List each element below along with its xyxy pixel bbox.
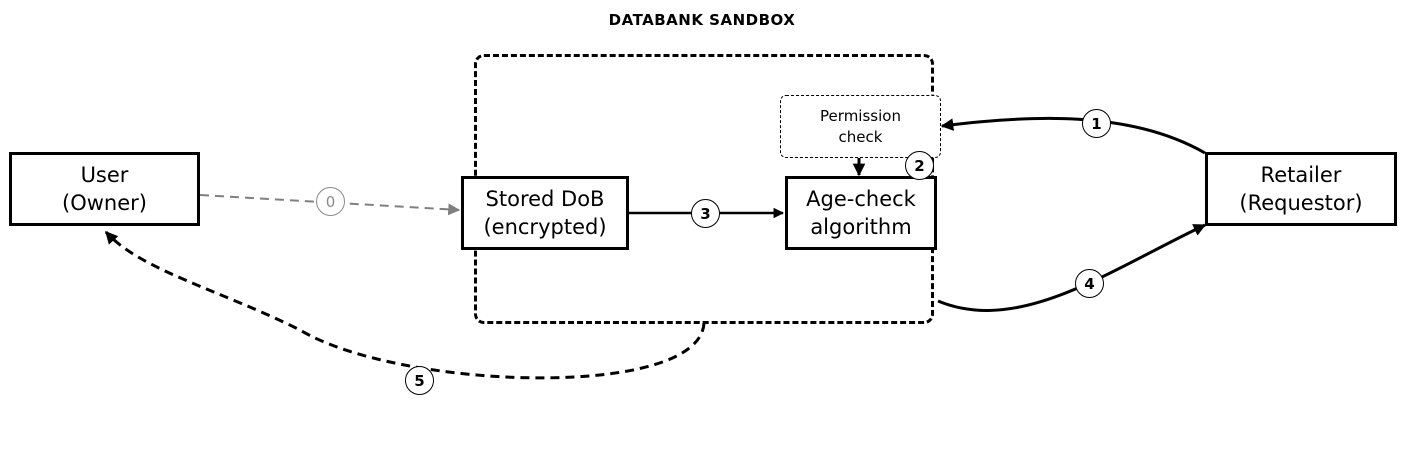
permission-check-label: Permission [820,106,901,125]
stored-dob-label: Stored DoB [485,187,605,211]
permission-check-node: Permission check [780,95,941,158]
age-check-label-2: algorithm [810,215,912,239]
arrow-step-5 [104,230,706,380]
sandbox-title: DATABANK SANDBOX [608,11,796,29]
step-badge-0: 0 [316,187,345,216]
retailer-role: (Requestor) [1239,191,1363,215]
retailer-node: Retailer (Requestor) [1205,152,1397,226]
stored-dob-note: (encrypted) [483,215,607,239]
arrow-step-1 [940,116,1206,155]
step-badge-5: 5 [405,366,434,395]
age-check-node: Age-check algorithm [785,176,937,250]
retailer-label: Retailer [1260,163,1342,187]
age-check-label: Age-check [806,187,916,211]
step-badge-3: 3 [691,199,720,228]
step-badge-1: 1 [1082,109,1111,138]
step-badge-2: 2 [905,151,934,180]
permission-check-label-2: check [838,127,883,146]
arrow-step-4 [937,223,1207,312]
stored-dob-node: Stored DoB (encrypted) [461,176,629,250]
user-role: (Owner) [62,191,147,215]
user-node: User (Owner) [9,152,200,226]
arrow-step-0 [199,194,461,216]
step-badge-4: 4 [1075,269,1104,298]
user-label: User [80,163,129,187]
